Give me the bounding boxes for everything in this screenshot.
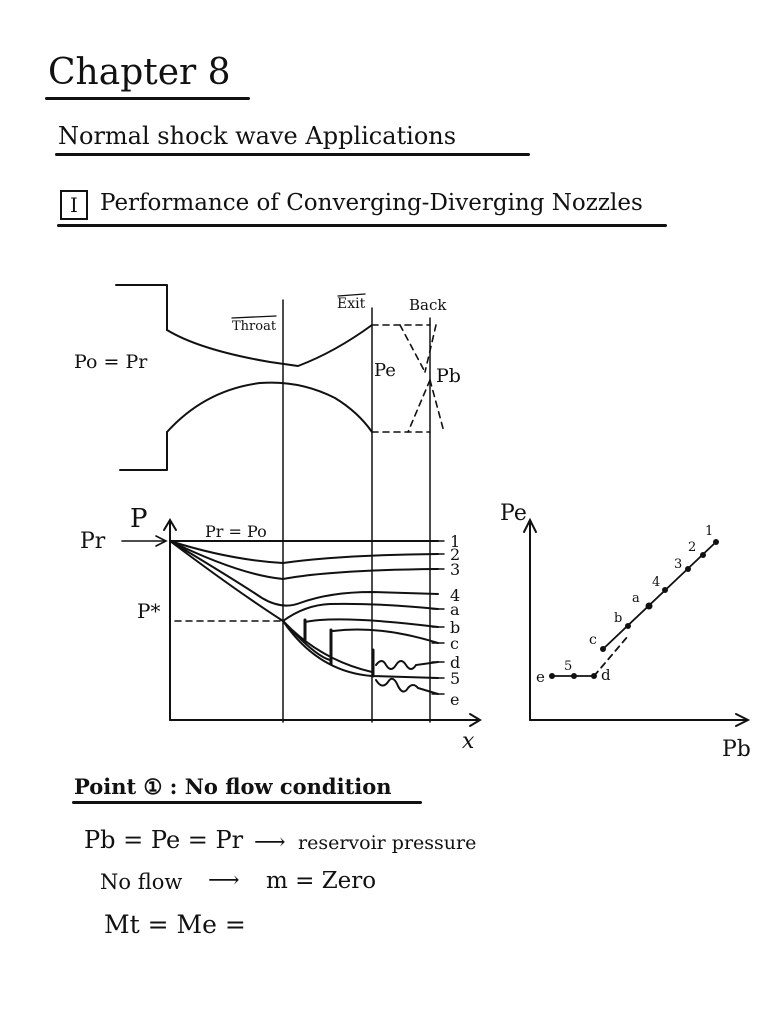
pe-pb-points: [549, 539, 719, 679]
curve-label-3: 3: [450, 560, 460, 579]
chapter-title: Chapter 8: [48, 52, 231, 93]
curve-label-1: 1: [450, 532, 460, 551]
topic-title: Normal shock wave Applications: [58, 122, 457, 150]
point1-line2-lhs: No flow: [100, 870, 183, 894]
section-underline: [57, 224, 667, 227]
curve-5: [282, 620, 439, 679]
reservoir-label: Po = Pr: [74, 351, 148, 373]
p-axis-label: P: [130, 504, 148, 534]
curve-label-4: 4: [450, 586, 460, 605]
pb-axis-label: Pb: [722, 737, 751, 762]
pr-po-label: Pr = Po: [205, 522, 267, 541]
back-label: Back: [409, 296, 447, 314]
pt-1: [713, 539, 719, 545]
pt-3: [685, 566, 691, 572]
curve-d-wave: [375, 660, 439, 670]
point1-line1-lhs: Pb = Pe = Pr: [84, 826, 244, 854]
curve-label-5: 5: [450, 669, 460, 688]
reservoir-lower-wall: [119, 431, 168, 471]
pt-a: [645, 602, 653, 610]
pb-label: Pb: [436, 365, 461, 387]
curve-b-recovery: [304, 618, 439, 628]
exit-label: Exit: [337, 296, 366, 312]
chapter-underline: [45, 97, 250, 100]
pt-label-a: a: [632, 591, 640, 606]
pstar-label: P*: [137, 599, 160, 623]
curve-c-recovery: [332, 628, 439, 644]
throat-label: Throat: [232, 319, 277, 334]
curve-label-2: 2: [450, 545, 460, 564]
pt-5: [571, 673, 577, 679]
point1-line1-rhs: reservoir pressure: [298, 832, 477, 854]
point1-line3: Mt = Me =: [104, 910, 246, 939]
curve-e-wave: [375, 677, 439, 695]
pe-axis-label: Pe: [500, 501, 527, 526]
pt-label-c: c: [589, 632, 597, 648]
pt-2: [700, 552, 706, 558]
reservoir-upper-wall: [115, 284, 168, 331]
pt-label-1: 1: [705, 524, 713, 539]
curve-label-b: b: [450, 618, 460, 637]
point1-heading: Point ① : No flow condition: [74, 774, 392, 799]
pt-d: [591, 673, 597, 679]
pt-label-d: d: [601, 666, 611, 684]
pt-label-4: 4: [652, 575, 660, 590]
x-axis-label: x: [462, 729, 475, 754]
curve-label-c: c: [450, 634, 459, 653]
curve-3: [169, 540, 439, 581]
point1-line2-rhs: m = Zero: [266, 868, 377, 894]
pe-label: Pe: [374, 360, 396, 381]
curve-4: [169, 540, 439, 607]
curve-2: [169, 540, 439, 565]
pt-4: [662, 587, 668, 593]
point1-underline: [72, 801, 422, 804]
curve-label-d: d: [450, 653, 460, 672]
section-title: Performance of Converging-Diverging Nozz…: [100, 190, 643, 216]
nozzle-lower-wall: [166, 381, 373, 433]
topic-underline: [55, 153, 530, 156]
curve-label-e: e: [450, 690, 459, 709]
curve-d: [282, 620, 373, 673]
pt-label-e: e: [536, 668, 545, 686]
pt-label-5: 5: [564, 659, 572, 674]
arrow-icon: ⟶: [208, 868, 240, 893]
pt-c: [600, 646, 606, 652]
arrow-icon: ⟶: [254, 830, 286, 855]
pr-arrow-label: Pr: [80, 529, 106, 554]
pt-label-3: 3: [674, 557, 682, 572]
pe-pb-plot: [523, 517, 751, 727]
curve-a: [169, 540, 439, 623]
curve-label-a: a: [450, 600, 460, 619]
pt-label-b: b: [614, 611, 622, 626]
pt-b: [625, 623, 631, 629]
section-number-box: I: [60, 190, 88, 220]
pt-label-2: 2: [688, 540, 696, 555]
pressure-plot: [121, 518, 482, 727]
nozzle-upper-wall: [166, 324, 373, 367]
pt-e: [549, 673, 555, 679]
